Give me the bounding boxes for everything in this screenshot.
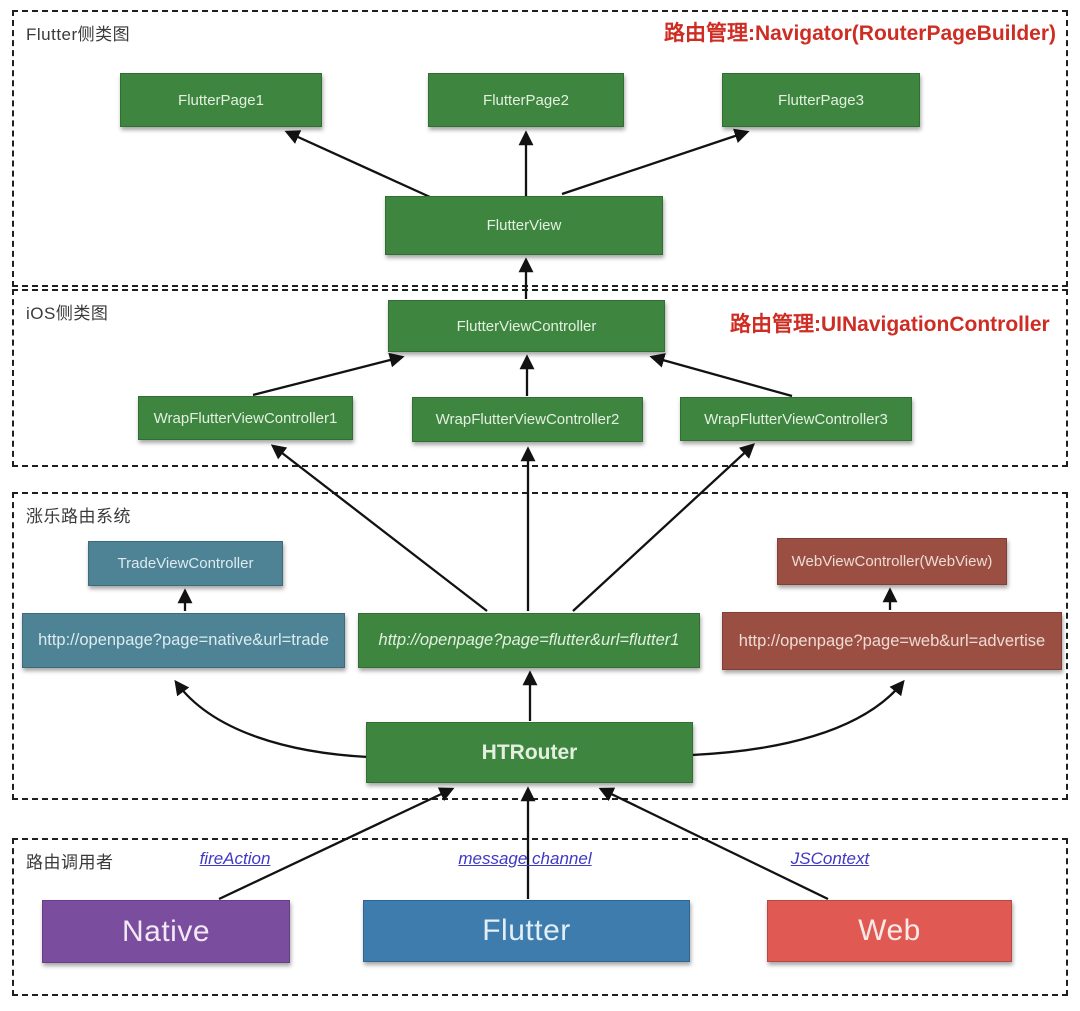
node-flutter-page3: FlutterPage3: [722, 73, 920, 127]
node-ht-router-label: HTRouter: [481, 740, 578, 764]
section-router-callers: 路由调用者: [12, 838, 1068, 996]
node-url-flutter: http://openpage?page=flutter&url=flutter…: [358, 613, 700, 668]
node-url-native: http://openpage?page=native&url=trade: [22, 613, 345, 668]
node-flutter-view: FlutterView: [385, 196, 663, 255]
node-flutter-view-controller: FlutterViewController: [388, 300, 665, 352]
message-channel-link: message channel: [458, 849, 592, 868]
node-ht-router: HTRouter: [366, 722, 693, 783]
section-zhangle-router-label: 涨乐路由系统: [26, 507, 131, 526]
node-web-view-controller-label: WebViewController(WebView): [791, 553, 993, 570]
node-caller-flutter-label: Flutter: [482, 914, 571, 947]
node-url-web-label: http://openpage?page=web&url=advertise: [738, 631, 1046, 650]
node-trade-view-controller: TradeViewController: [88, 541, 283, 586]
node-wrap-fvc2: WrapFlutterViewController2: [412, 397, 643, 442]
node-wrap-fvc2-label: WrapFlutterViewController2: [435, 411, 620, 428]
section-router-callers-label: 路由调用者: [26, 853, 114, 872]
section-flutter-side: Flutter侧类图: [12, 10, 1068, 287]
ios-router-note: 路由管理:UINavigationController: [730, 313, 1050, 336]
section-ios-side: iOS侧类图: [12, 289, 1068, 467]
section-ios-side-label: iOS侧类图: [26, 304, 109, 323]
node-flutter-view-label: FlutterView: [486, 217, 562, 234]
node-flutter-page3-label: FlutterPage3: [778, 91, 864, 109]
node-trade-view-controller-label: TradeViewController: [117, 555, 254, 572]
node-url-web: http://openpage?page=web&url=advertise: [722, 612, 1062, 670]
flutter-router-note: 路由管理:Navigator(RouterPageBuilder): [663, 22, 1056, 45]
node-web-view-controller: WebViewController(WebView): [777, 538, 1007, 585]
section-zhangle-router: 涨乐路由系统: [12, 492, 1068, 800]
js-context-link: JSContext: [790, 849, 870, 868]
node-url-native-label: http://openpage?page=native&url=trade: [38, 631, 329, 649]
node-flutter-page1: FlutterPage1: [120, 73, 322, 127]
node-flutter-page1-label: FlutterPage1: [178, 91, 264, 109]
node-flutter-page2: FlutterPage2: [428, 73, 624, 127]
fire-action-link: fireAction: [199, 849, 271, 868]
node-caller-web-label: Web: [858, 914, 921, 947]
node-flutter-view-controller-label: FlutterViewController: [456, 317, 597, 335]
node-wrap-fvc1: WrapFlutterViewController1: [138, 396, 353, 440]
node-caller-flutter: Flutter: [363, 900, 690, 962]
node-wrap-fvc3: WrapFlutterViewController3: [680, 397, 912, 441]
node-caller-native: Native: [42, 900, 290, 963]
node-wrap-fvc1-label: WrapFlutterViewController1: [153, 409, 338, 427]
section-flutter-side-label: Flutter侧类图: [26, 25, 131, 44]
node-caller-native-label: Native: [121, 914, 211, 948]
node-url-flutter-label: http://openpage?page=flutter&url=flutter…: [378, 631, 680, 649]
node-wrap-fvc3-label: WrapFlutterViewController3: [704, 410, 888, 428]
node-caller-web: Web: [767, 900, 1012, 962]
node-flutter-page2-label: FlutterPage2: [483, 91, 569, 109]
